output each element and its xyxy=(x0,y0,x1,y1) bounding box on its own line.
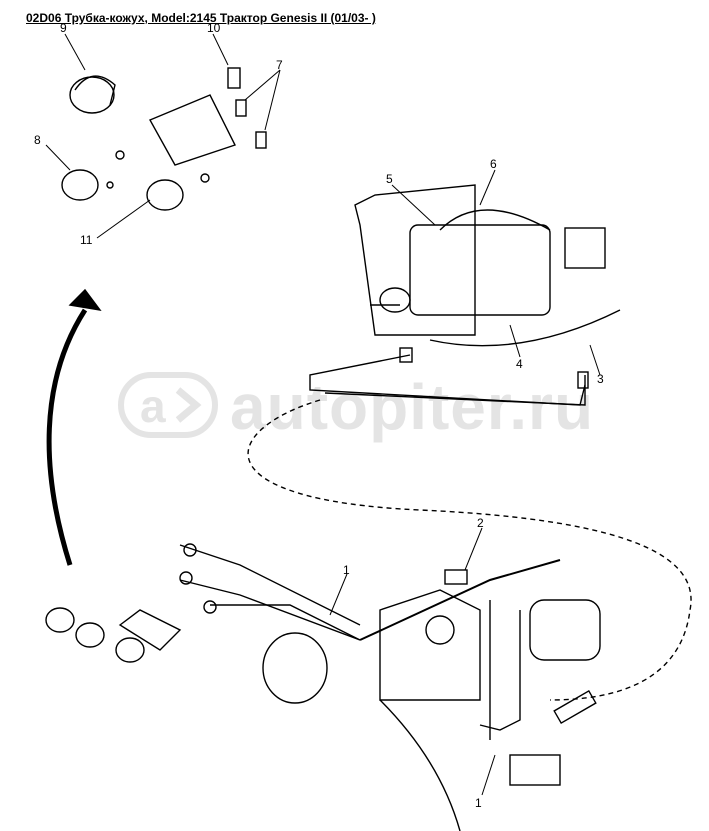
leader-lines xyxy=(45,33,601,796)
callout-2: 2 xyxy=(477,516,484,530)
callout-8: 8 xyxy=(34,133,41,147)
callout-1-upper: 1 xyxy=(343,563,350,577)
hose-routing-path xyxy=(247,399,692,701)
watermark-logo-icon: a xyxy=(118,372,218,438)
callout-9: 9 xyxy=(60,21,67,35)
valve-assembly xyxy=(309,184,621,406)
svg-text:a: a xyxy=(140,380,166,432)
callout-3: 3 xyxy=(597,372,604,386)
callout-6: 6 xyxy=(490,157,497,171)
lower-assembly xyxy=(45,543,601,831)
bracket-assembly xyxy=(61,67,267,211)
callout-1-lower: 1 xyxy=(475,796,482,810)
callout-5: 5 xyxy=(386,172,393,186)
watermark-text: autopiter.ru xyxy=(230,371,595,443)
diagram-title: 02D06 Трубка-кожух, Model:2145 Трактор G… xyxy=(26,11,376,25)
flow-arrow-icon xyxy=(46,288,102,566)
callout-4: 4 xyxy=(516,357,523,371)
callout-11: 11 xyxy=(80,233,93,247)
callout-7: 7 xyxy=(276,58,283,72)
callout-10: 10 xyxy=(207,21,221,35)
